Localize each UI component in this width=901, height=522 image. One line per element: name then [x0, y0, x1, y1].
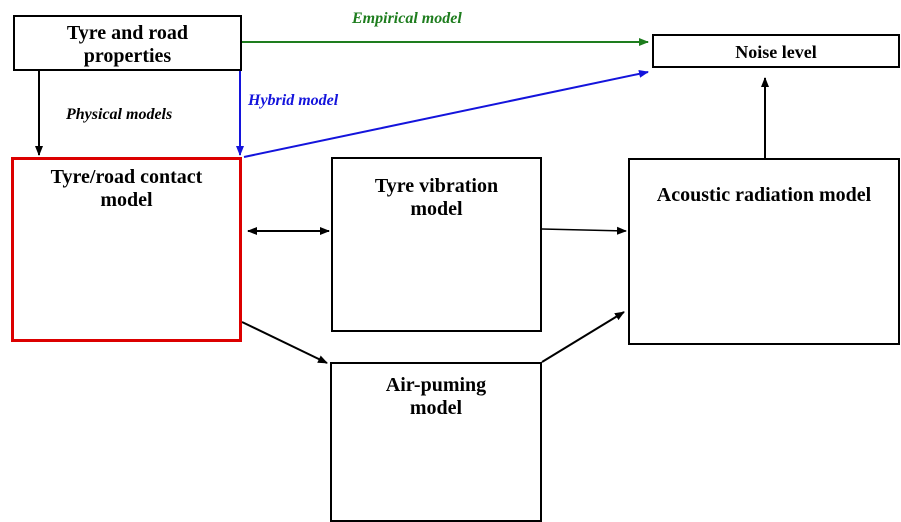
airpump-acoustic-arrow — [541, 311, 625, 363]
noise-level-box: Noise level — [652, 34, 900, 68]
air-pumping-box: Air-puming model — [330, 362, 542, 522]
acoustic-radiation-box: Acoustic radiation model — [628, 158, 900, 345]
air-pumping-title: Air-puming model — [385, 374, 487, 419]
tyre-vibration-box: Tyre vibration model — [331, 157, 542, 332]
acoustic-radiation-title: Acoustic radiation model — [656, 184, 872, 206]
tyre-road-contact-box: Tyre/road contact model — [11, 157, 242, 342]
tyre-vibration-title: Tyre vibration model — [374, 175, 499, 220]
tyre-road-contact-title: Tyre/road contact model — [50, 166, 203, 211]
vibration-acoustic-arrow — [541, 226, 627, 235]
tyre-road-properties-box: Tyre and road properties — [13, 15, 242, 71]
hybrid-model-label: Hybrid model — [248, 92, 339, 109]
hybrid-arrow-noise — [243, 69, 649, 158]
tyre-road-properties-title: Tyre and road properties — [66, 22, 189, 67]
contact-airpump-arrow — [241, 321, 328, 364]
noise-level-title: Noise level — [735, 42, 817, 62]
empirical-model-label: Empirical model — [352, 10, 462, 27]
physical-models-label: Physical models — [66, 106, 173, 123]
